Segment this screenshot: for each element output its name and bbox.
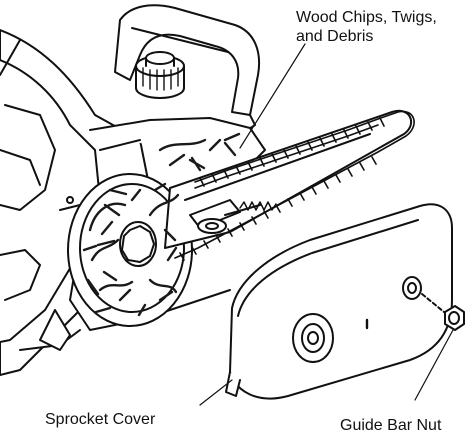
label-debris-line2: and Debris	[296, 28, 373, 45]
guide-bar	[164, 109, 413, 249]
debris-scribbles	[82, 132, 241, 317]
leader-lines	[199, 43, 454, 406]
motor-housing	[0, 29, 151, 376]
label-guide-bar-nut: Guide Bar Nut	[340, 417, 442, 434]
tension-spring	[239, 201, 277, 211]
sprocket-cover	[225, 203, 453, 400]
label-sprocket-cover: Sprocket Cover	[45, 411, 156, 428]
guide-bar-nut	[421, 293, 465, 331]
label-debris-line1: Wood Chips, Twigs,	[296, 9, 437, 26]
oil-cap	[135, 51, 185, 99]
saw-chain	[174, 110, 415, 261]
